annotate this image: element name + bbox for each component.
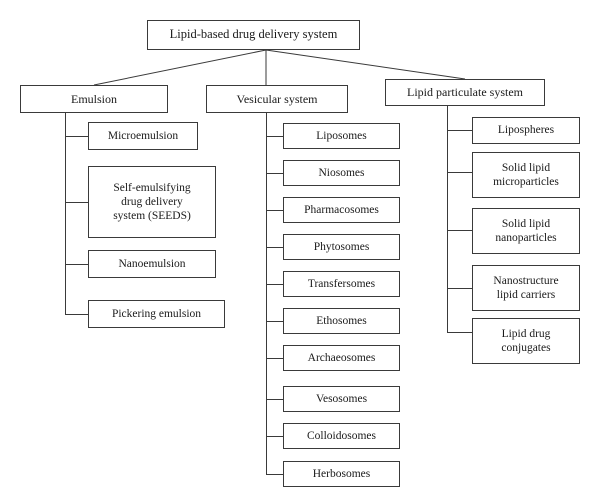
connector-stub-lipid-particulate-2: [447, 172, 472, 173]
node-leaf-phytosomes-label: Phytosomes: [313, 240, 370, 253]
node-leaf-pickering-emulsion: Pickering emulsion: [88, 300, 225, 328]
node-leaf-pickering-emulsion-label: Pickering emulsion: [111, 307, 202, 320]
connector-trunk-lipid-particulate-system: [447, 106, 448, 332]
node-leaf-ethosomes: Ethosomes: [283, 308, 400, 334]
connector-trunk-emulsion: [65, 113, 66, 314]
node-leaf-microemulsion-label: Microemulsion: [107, 129, 179, 142]
node-leaf-nanostructure-lipid-carriers: Nanostructure lipid carriers: [472, 265, 580, 311]
node-leaf-solid-lipid-microparticles: Solid lipid microparticles: [472, 152, 580, 198]
node-branch-vesicular-system-label: Vesicular system: [236, 91, 318, 106]
node-leaf-vesosomes-label: Vesosomes: [315, 392, 368, 405]
node-leaf-solid-lipid-microparticles-label: Solid lipid microparticles: [493, 161, 559, 188]
node-leaf-phytosomes: Phytosomes: [283, 234, 400, 260]
connector-stub-lipid-particulate-5: [447, 332, 472, 333]
connector-stub-vesicular-9: [266, 436, 283, 437]
node-leaf-archaeosomes-label: Archaeosomes: [307, 351, 376, 364]
connector-stub-vesicular-2: [266, 173, 283, 174]
node-leaf-microemulsion: Microemulsion: [88, 122, 198, 150]
connector-stub-emulsion-2: [65, 202, 88, 203]
node-leaf-nanoemulsion: Nanoemulsion: [88, 250, 216, 278]
node-leaf-lipid-drug-conjugates: Lipid drug conjugates: [472, 318, 580, 364]
connector-stub-vesicular-6: [266, 321, 283, 322]
node-leaf-ethosomes-label: Ethosomes: [316, 314, 367, 327]
node-branch-lipid-particulate-system-label: Lipid particulate system: [407, 85, 523, 100]
node-leaf-archaeosomes: Archaeosomes: [283, 345, 400, 371]
node-leaf-herbosomes-label: Herbosomes: [312, 467, 371, 480]
connector-stub-lipid-particulate-4: [447, 288, 472, 289]
node-leaf-transfersomes: Transfersomes: [283, 271, 400, 297]
node-leaf-transfersomes-label: Transfersomes: [307, 277, 376, 290]
connector-stub-vesicular-10: [266, 474, 283, 475]
node-branch-lipid-particulate-system: Lipid particulate system: [385, 79, 545, 106]
node-leaf-vesosomes: Vesosomes: [283, 386, 400, 412]
connector-trunk-vesicular-system: [266, 113, 267, 474]
connector-stub-emulsion-1: [65, 136, 88, 137]
node-leaf-nanoemulsion-label: Nanoemulsion: [118, 257, 186, 270]
node-branch-vesicular-system: Vesicular system: [206, 85, 348, 113]
node-branch-emulsion-label: Emulsion: [70, 91, 117, 106]
node-leaf-solid-lipid-nanoparticles: Solid lipid nanoparticles: [472, 208, 580, 254]
node-leaf-self-emulsifying-drug-delivery-system: Self-emulsifying drug delivery system (S…: [88, 166, 216, 238]
node-leaf-lipospheres: Lipospheres: [472, 117, 580, 144]
connector-stub-vesicular-5: [266, 284, 283, 285]
node-root-lipid-based-drug-delivery-system: Lipid-based drug delivery system: [147, 20, 360, 50]
node-leaf-lipid-drug-conjugates-label: Lipid drug conjugates: [501, 327, 551, 354]
node-leaf-colloidosomes-label: Colloidosomes: [306, 429, 376, 442]
connector-stub-vesicular-3: [266, 210, 283, 211]
node-leaf-liposomes-label: Liposomes: [316, 129, 367, 142]
node-leaf-solid-lipid-nanoparticles-label: Solid lipid nanoparticles: [495, 217, 557, 244]
root-fanout-connectors: [93, 49, 466, 86]
node-leaf-lipospheres-label: Lipospheres: [497, 124, 555, 137]
node-leaf-pharmacosomes: Pharmacosomes: [283, 197, 400, 223]
connector-stub-lipid-particulate-3: [447, 230, 472, 231]
connector-stub-emulsion-4: [65, 314, 88, 315]
node-leaf-liposomes: Liposomes: [283, 123, 400, 149]
node-leaf-pharmacosomes-label: Pharmacosomes: [304, 203, 379, 216]
node-root-label: Lipid-based drug delivery system: [169, 27, 338, 42]
connector-stub-vesicular-1: [266, 136, 283, 137]
node-leaf-nanostructure-lipid-carriers-label: Nanostructure lipid carriers: [493, 274, 559, 301]
connector-stub-vesicular-8: [266, 399, 283, 400]
node-leaf-niosomes-label: Niosomes: [318, 166, 365, 179]
node-leaf-self-emulsifying-drug-delivery-system-label: Self-emulsifying drug delivery system (S…: [113, 181, 191, 222]
node-leaf-herbosomes: Herbosomes: [283, 461, 400, 487]
connector-stub-vesicular-4: [266, 247, 283, 248]
connector-stub-lipid-particulate-1: [447, 130, 472, 131]
node-leaf-niosomes: Niosomes: [283, 160, 400, 186]
connector-stub-vesicular-7: [266, 358, 283, 359]
node-branch-emulsion: Emulsion: [20, 85, 168, 113]
connector-stub-emulsion-3: [65, 264, 88, 265]
node-leaf-colloidosomes: Colloidosomes: [283, 423, 400, 449]
